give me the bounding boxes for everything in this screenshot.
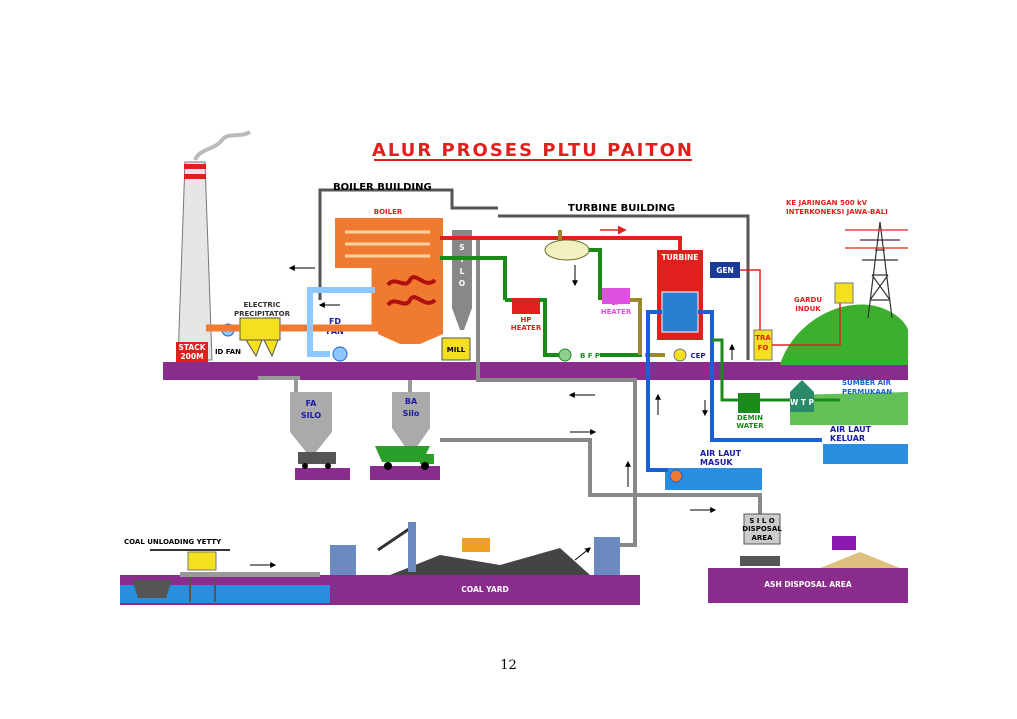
sumber-air-label-1: SUMBER AIR xyxy=(842,379,892,387)
air-laut-keluar-label-1: AIR LAUT xyxy=(830,425,872,434)
coal-yard: COAL YARD xyxy=(330,522,620,594)
air-laut-masuk-label-2: MASUK xyxy=(700,458,733,467)
cooling-water-line xyxy=(646,310,822,472)
coal-yard-label: COAL YARD xyxy=(461,585,508,594)
demin-label-1: DEMIN xyxy=(737,414,763,422)
mill-label: MILL xyxy=(447,346,466,354)
gardu-induk: GARDU INDUK xyxy=(794,282,854,313)
boiler: BOILER xyxy=(335,208,443,344)
fa-silo: FA SILO xyxy=(290,392,332,452)
gen-label: GEN xyxy=(716,266,734,275)
grid-label-2: INTERKONEKSI JAWA-BALI xyxy=(786,208,888,216)
stack-label-2: 200M xyxy=(180,352,203,361)
flue-gas-duct xyxy=(206,268,379,332)
silo-disposal-label-2: DISPOSAL xyxy=(742,525,782,533)
ash-to-disposal xyxy=(440,438,762,515)
trafo-label-2: FO xyxy=(758,344,769,352)
turbine: TURBINE xyxy=(657,250,703,340)
ash-conveyor xyxy=(258,376,412,392)
demin-tank: DEMIN WATER xyxy=(736,393,764,430)
trafo-label-1: TRA xyxy=(755,334,771,342)
ep-label-1: ELECTRIC xyxy=(243,301,280,309)
fa-truck xyxy=(298,452,336,469)
feedwater-line xyxy=(440,248,642,357)
lp-heater-label-2: HEATER xyxy=(601,308,632,316)
stack-label-1: STACK xyxy=(178,343,206,352)
boiler-label: BOILER xyxy=(374,208,403,216)
turbine-building: TURBINE BUILDING xyxy=(498,203,750,360)
page-number: 12 xyxy=(500,658,517,673)
ash-disposal-label: ASH DISPOSAL AREA xyxy=(764,580,852,589)
lp-heater-label-1: LP xyxy=(611,299,621,307)
flow-arrows xyxy=(250,265,735,568)
power-line xyxy=(740,269,841,346)
air-laut-masuk-label-1: AIR LAUT xyxy=(700,449,742,458)
air-laut-keluar-label-2: KELUAR xyxy=(830,434,865,443)
boiler-building: BOILER BUILDING xyxy=(318,182,498,300)
mill: MILL xyxy=(441,337,471,361)
diagram-title: ALUR PROSES PLTU PAITON xyxy=(372,140,694,161)
id-fan-label: ID FAN xyxy=(215,348,241,356)
sea-outlet xyxy=(823,444,908,464)
trafo: TRA FO xyxy=(753,329,773,361)
fa-silo-label-1: FA xyxy=(306,399,318,408)
demin-line xyxy=(712,338,840,402)
turbine-building-label: TURBINE BUILDING xyxy=(568,203,675,214)
ground-ba xyxy=(370,466,440,480)
cep-label: CEP xyxy=(690,352,705,360)
silo-disposal-label-3: AREA xyxy=(751,534,773,542)
coal-silo: S I L O xyxy=(452,230,472,330)
fa-silo-label-2: SILO xyxy=(301,411,322,420)
silo-letter-o: O xyxy=(459,279,465,288)
hp-heater-label-2: HEATER xyxy=(511,324,542,332)
sea-unloading xyxy=(120,585,330,603)
grid-label-1: KE JARINGAN 500 kV xyxy=(786,199,868,207)
gardu-label-1: GARDU xyxy=(794,296,822,304)
ba-silo-label-1: BA xyxy=(405,397,418,406)
ba-silo-label-2: Silo xyxy=(403,409,420,418)
ba-truck xyxy=(375,446,434,470)
coal-conveyor xyxy=(476,236,637,547)
ep-label-2: PRECIPITATOR xyxy=(234,310,291,318)
sea-intake xyxy=(665,468,762,490)
coal-unloading-label: COAL UNLOADING YETTY xyxy=(124,538,222,546)
hp-heater: HP HEATER xyxy=(511,298,542,332)
fd-fan-label-1: FD xyxy=(329,317,341,326)
hp-heater-label-1: HP xyxy=(521,316,532,324)
wtp-label: W T P xyxy=(790,398,815,407)
boiler-building-label: BOILER BUILDING xyxy=(333,182,432,193)
demin-label-2: WATER xyxy=(736,422,764,430)
intake-pump xyxy=(669,469,683,483)
electric-precipitator: ELECTRIC PRECIPITATOR xyxy=(234,301,291,358)
deaerator xyxy=(544,239,590,261)
bfp-label: B F P xyxy=(580,352,600,360)
grass-hill xyxy=(780,304,908,365)
generator: GEN xyxy=(710,262,740,278)
ground-fa xyxy=(295,468,350,480)
bfp-pump: B F P xyxy=(558,348,600,362)
ash-disposal: S I L O DISPOSAL AREA ASH DISPOSAL AREA xyxy=(740,513,900,589)
coal-unloading-jetty: COAL UNLOADING YETTY xyxy=(124,538,320,602)
turbine-label: TURBINE xyxy=(662,253,699,262)
stack: STACK 200M xyxy=(176,130,252,362)
ground-ash xyxy=(708,568,908,603)
silo-letter-s: S xyxy=(459,243,464,252)
sumber-air-label-2: PERMUKAAN xyxy=(842,388,892,396)
ba-silo: BA Silo xyxy=(392,392,430,448)
lp-heater: LP HEATER xyxy=(601,288,632,316)
silo-letter-l: L xyxy=(460,267,465,276)
cep-pump: CEP xyxy=(673,348,706,362)
gardu-label-2: INDUK xyxy=(795,305,821,313)
transmission-tower xyxy=(845,221,908,319)
wtp: W T P xyxy=(790,380,815,412)
main-steam-line xyxy=(440,236,682,250)
air-duct xyxy=(307,287,375,357)
silo-disposal-label-1: S I L O xyxy=(749,517,774,525)
